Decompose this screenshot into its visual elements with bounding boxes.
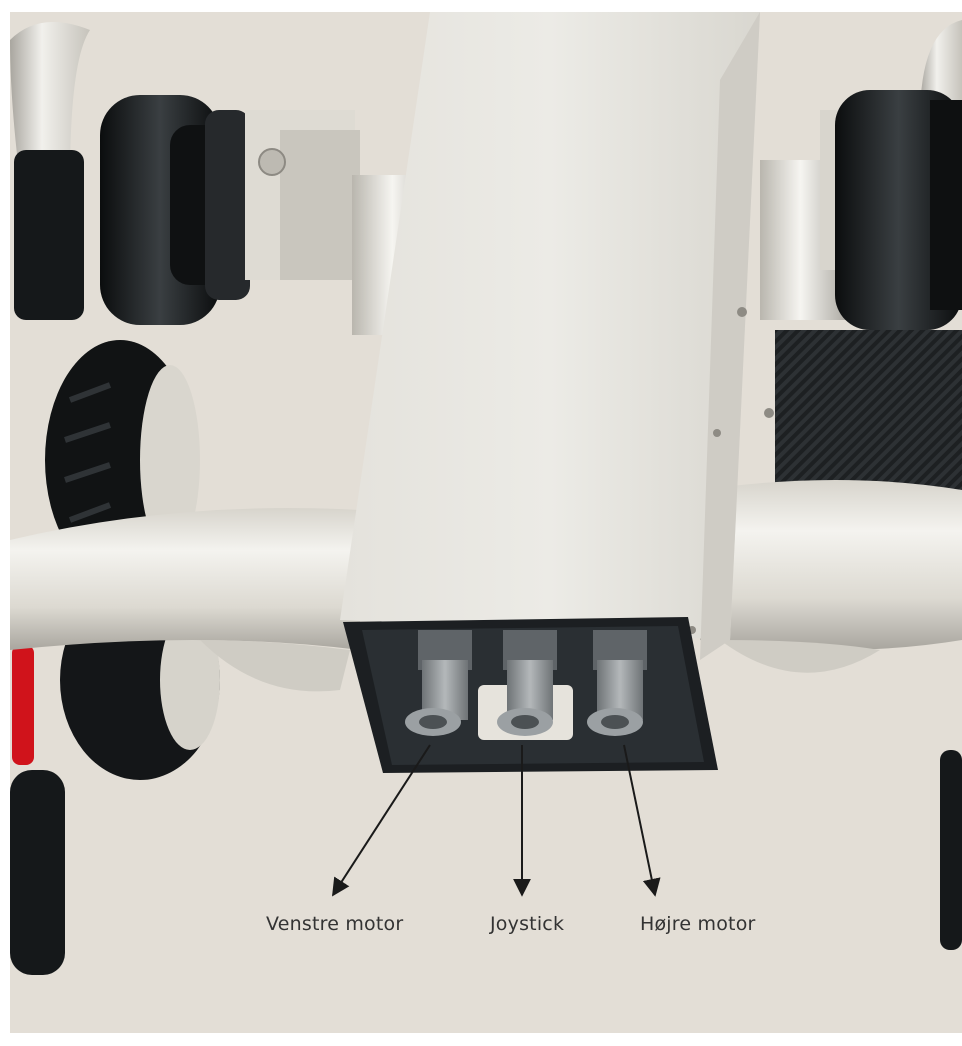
right-motor <box>760 90 962 330</box>
label-venstre-motor: Venstre motor <box>266 913 404 935</box>
label-hojre-motor: Højre motor <box>640 913 756 935</box>
left-frame-tube <box>10 22 90 180</box>
brake-lever <box>12 645 34 765</box>
arrow-left-motor <box>332 744 431 897</box>
right-caster <box>940 750 962 950</box>
connector-right-motor <box>587 630 647 736</box>
arrow-right-motor <box>623 744 661 897</box>
central-column <box>340 12 760 640</box>
connector-joystick <box>497 630 557 736</box>
left-motor <box>14 95 250 325</box>
connector-left-motor <box>405 630 472 736</box>
left-caster <box>10 770 65 975</box>
label-joystick: Joystick <box>490 913 565 935</box>
cross-tube <box>10 508 360 650</box>
battery-box <box>775 330 962 490</box>
